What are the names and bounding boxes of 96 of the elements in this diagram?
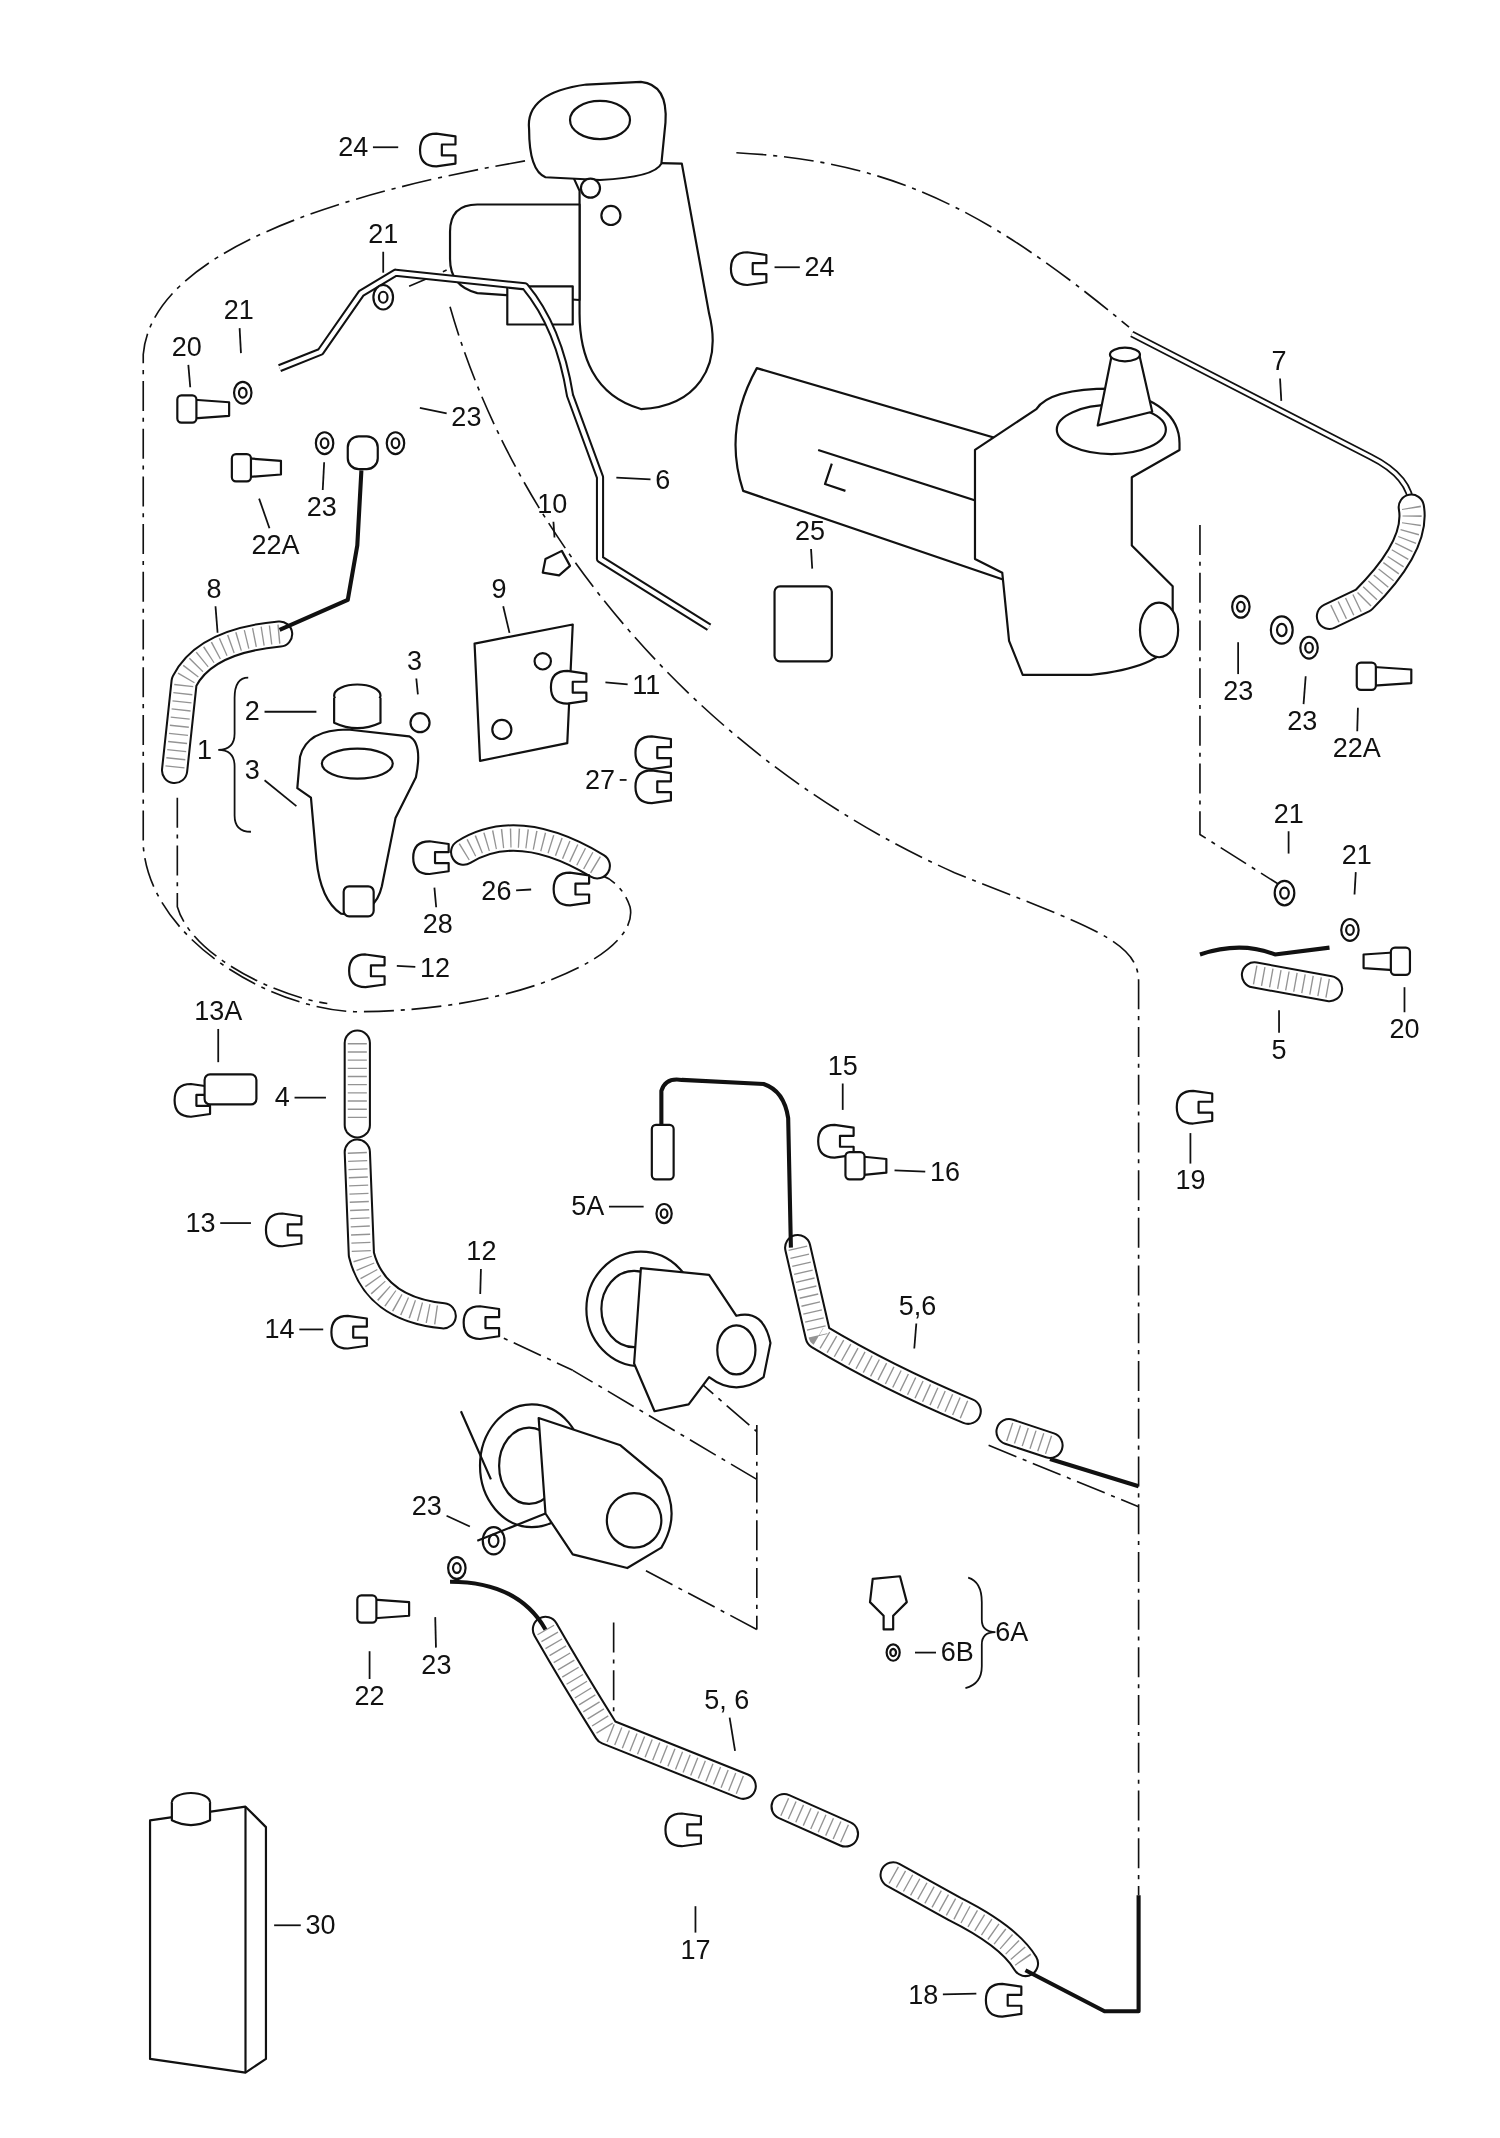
leader-line (219, 1222, 252, 1224)
callout-number: 6 (653, 465, 673, 495)
callout-number: 5, 6 (702, 1685, 752, 1715)
leader-line (273, 1924, 302, 1927)
leader-line (321, 461, 326, 491)
leader-line (187, 364, 192, 389)
callout-number: 21 (1271, 799, 1306, 829)
leader-line (263, 779, 298, 808)
callout-number: 12 (418, 953, 453, 983)
leader-line (502, 605, 511, 634)
leader-line (728, 1716, 736, 1752)
leader-line (1189, 1132, 1192, 1165)
callout-number: 5A (569, 1192, 607, 1222)
callout-number: 25 (793, 517, 828, 547)
leader-line (841, 1082, 844, 1111)
callout-number: 24 (802, 252, 837, 282)
leader-line (1278, 1009, 1280, 1034)
leader-line (258, 497, 271, 530)
leader-line (238, 327, 242, 355)
leader-line (552, 520, 556, 539)
leader-line (293, 1096, 327, 1099)
callout-number: 23 (449, 402, 484, 432)
callout-number: 19 (1173, 1166, 1208, 1196)
callout-number: 23 (1285, 706, 1320, 736)
leader-line (1403, 986, 1406, 1014)
leader-line (615, 476, 652, 481)
callout-number: 4 (272, 1083, 292, 1113)
leader-line (217, 1028, 220, 1064)
callout-number: 5,6 (896, 1291, 939, 1321)
leader-line (604, 681, 629, 686)
leader-line (382, 250, 385, 274)
leader-line (608, 1205, 645, 1208)
leader-line (1353, 871, 1357, 896)
callout-number: 28 (420, 910, 455, 940)
callout-number: 9 (489, 574, 509, 604)
leader-line (773, 266, 801, 269)
callout-number: 21 (366, 220, 401, 250)
callout-number: 12 (464, 1237, 499, 1267)
leader-line (445, 1514, 471, 1528)
leader-line (263, 710, 318, 713)
callout-number: 13 (183, 1208, 218, 1238)
leader-line (1287, 830, 1290, 855)
leader-line (1279, 377, 1283, 402)
callout-number: 24 (336, 132, 371, 162)
callout-number: 21 (1339, 840, 1374, 870)
callout-number: 30 (303, 1910, 338, 1940)
callout-number: 16 (928, 1158, 963, 1188)
callout-number: 15 (825, 1051, 860, 1081)
callout-number: 3 (242, 755, 262, 785)
leader-line (479, 1268, 482, 1295)
callout-number: 8 (204, 574, 224, 604)
callout-number: 6B (938, 1638, 976, 1668)
leader-line (419, 407, 448, 415)
callout-number: 20 (1387, 1015, 1422, 1045)
leader-line (810, 548, 814, 570)
callout-number: 2 (242, 697, 262, 727)
callout-number: 6A (993, 1617, 1031, 1647)
callout-number: 11 (630, 671, 663, 701)
leader-line (893, 1169, 927, 1173)
callout-number: 17 (678, 1935, 713, 1965)
callout-number: 13A (192, 997, 245, 1027)
callout-number: 7 (1269, 346, 1289, 376)
callout-number: 21 (221, 296, 256, 326)
leader-line (942, 1992, 978, 1996)
callout-number: 3 (405, 646, 425, 676)
leader-line (214, 605, 219, 634)
callout-number: 27 (583, 765, 618, 795)
callout-number: 26 (479, 877, 514, 907)
leader-line (1237, 641, 1240, 675)
leader-line (1356, 706, 1359, 733)
leader-line (372, 146, 400, 149)
callout-number: 22A (1330, 734, 1383, 764)
callout-number: 14 (262, 1315, 297, 1345)
leader-line (395, 964, 417, 968)
leader-line (914, 1651, 937, 1654)
callout-number: 1 (195, 735, 215, 765)
callout-number: 18 (906, 1980, 941, 2010)
leader-line (515, 888, 533, 892)
leader-line (415, 677, 419, 696)
callout-number: 23 (409, 1492, 444, 1522)
leader-line (694, 1905, 697, 1934)
leader-line (368, 1650, 371, 1680)
callout-number: 10 (535, 490, 570, 520)
leader-line (434, 1616, 437, 1649)
callout-number: 5 (1269, 1035, 1289, 1065)
leader-line (1302, 675, 1307, 705)
callout-number: 23 (1221, 676, 1256, 706)
leader-line (913, 1322, 918, 1350)
leader-line (433, 886, 438, 909)
callout-number: 23 (304, 492, 339, 522)
callout-number: 20 (169, 333, 204, 363)
callout-number: 23 (419, 1650, 454, 1680)
leader-line (298, 1328, 325, 1331)
leader-line (618, 779, 628, 781)
callout-number: 22 (352, 1681, 387, 1711)
callout-number: 22A (249, 530, 302, 560)
